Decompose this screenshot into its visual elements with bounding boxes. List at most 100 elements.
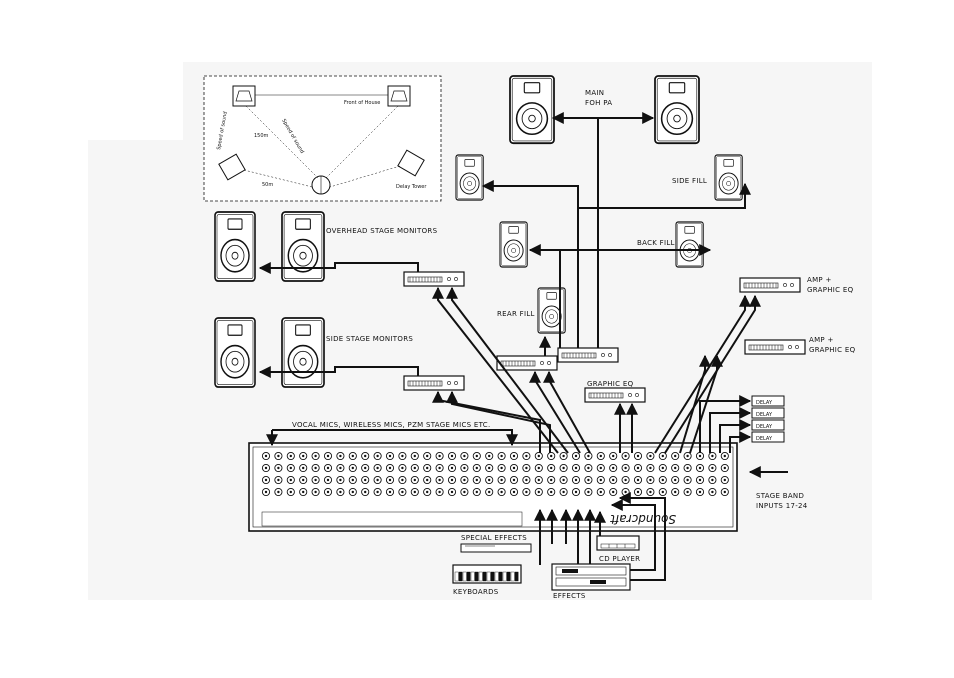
console-knob-cap [512,466,516,470]
console-knob-cap [649,466,652,470]
console-knob-cap [562,478,565,482]
console-knob-cap [686,478,689,482]
console-knob-cap [401,490,404,494]
console-knob-cap [388,478,392,482]
console-knob-cap [723,490,726,494]
special-effects-label: SPECIAL EFFECTS [461,534,527,542]
console-knob-cap [587,466,590,470]
keyboard-key [490,571,495,582]
special-effects-unit [460,543,532,553]
amp-graphic-eq-2-label-line1: AMP + [809,336,834,344]
console-knob-cap [264,478,268,482]
console-knob-cap [488,490,491,494]
venue-inset: Front of House 150m 50m Delay Tower Spee… [203,75,442,202]
console-knob-cap [512,490,516,494]
amp-graphic-eq-unit-2 [744,339,806,355]
console-knob-cap [426,454,429,458]
graphic-eq-label: GRAPHIC EQ [587,380,634,388]
console-knob-cap [698,466,702,470]
diagram-labels: MAIN FOH PA SIDE FILL BACK FILL REAR FIL… [292,89,855,600]
console-knob-cap [302,454,305,458]
inset-speaker-stage-left [232,85,256,107]
console-knob-cap [711,490,714,494]
console-knob-cap [562,490,565,494]
console-knob-cap [388,454,392,458]
console-knob-cap [550,490,553,494]
console-knob-cap [674,490,677,494]
console-knob-cap [302,490,305,494]
console-knob-cap [562,454,565,458]
console-knob-cap [351,490,354,494]
cd-player-label: CD PLAYER [599,555,640,563]
console-knob-cap [326,466,330,470]
console-knob-cap [475,478,478,482]
overhead-monitor-right [281,211,325,282]
console-knob-cap [661,466,664,470]
console-knob-cap [550,478,553,482]
keyboard-key [514,571,519,582]
keyboard-key [494,571,499,582]
console-knob-cap [698,478,702,482]
console-knob-cap [364,466,367,470]
console-knob-cap [649,478,652,482]
console-knob-cap [302,466,305,470]
console-knob-cap [723,454,726,458]
console-knob-cap [574,490,578,494]
console-knob-cap [289,466,292,470]
console-knob-cap [326,490,330,494]
console-knob-cap [401,466,404,470]
overhead-monitor-left [214,211,256,282]
inset-delay-speaker-left [218,153,246,181]
mixing-console: Soundcraft [248,442,738,532]
keyboard-key [470,571,475,582]
console-knob-cap [426,490,429,494]
inset-listener-icon [311,175,331,195]
console-knob-cap [314,454,317,458]
console-knob-cap [686,466,689,470]
console-knob-cap [376,490,379,494]
console-knob-cap [525,490,528,494]
console-knob-cap [624,466,627,470]
back-fill-label: BACK FILL [637,239,675,247]
main-foh-pa-label-line2: FOH PA [585,99,612,107]
console-knob-cap [636,466,640,470]
console-knob-cap [599,466,602,470]
console-knob-cap [674,478,677,482]
console-knob-cap [488,454,491,458]
keyboard-key [466,571,471,582]
console-knob-cap [388,466,392,470]
console-knob-cap [364,478,367,482]
console-knob-cap [438,478,441,482]
amp-graphic-eq-1-label-line1: AMP + [807,276,832,284]
main-foh-pa-label-line1: MAIN [585,89,604,97]
console-knob-cap [302,478,305,482]
console-knob-cap [475,454,478,458]
console-knob-cap [413,454,416,458]
delay-2-label: DELAY [756,412,773,418]
console-knob-cap [277,454,280,458]
side-stage-monitors-label: SIDE STAGE MONITORS [326,335,413,343]
rear-fill-amp [496,355,558,371]
keyboard-key [502,571,507,582]
keyboards-label: KEYBOARDS [453,588,499,596]
console-knob-cap [413,478,416,482]
console-channel-knobs [261,451,729,497]
console-knob-cap [500,454,503,458]
console-knob-cap [351,454,354,458]
inset-speaker-stage-right [387,85,411,107]
console-knob-cap [525,454,528,458]
inset-delay-speaker-right [397,149,425,177]
keyboard-key [474,571,479,582]
console-knob-cap [401,478,404,482]
console-knob-cap [314,466,317,470]
console-knob-cap [537,478,540,482]
console-knob-cap [612,490,615,494]
side-stage-monitor-right [281,317,325,388]
console-knob-cap [723,466,726,470]
graphic-eq-unit [584,387,646,403]
side-monitor-amp [403,375,465,391]
effects-rack [551,563,631,591]
corner-cutout [88,62,183,140]
console-knob-cap [488,466,491,470]
overhead-stage-monitors-label: OVERHEAD STAGE MONITORS [326,227,438,235]
